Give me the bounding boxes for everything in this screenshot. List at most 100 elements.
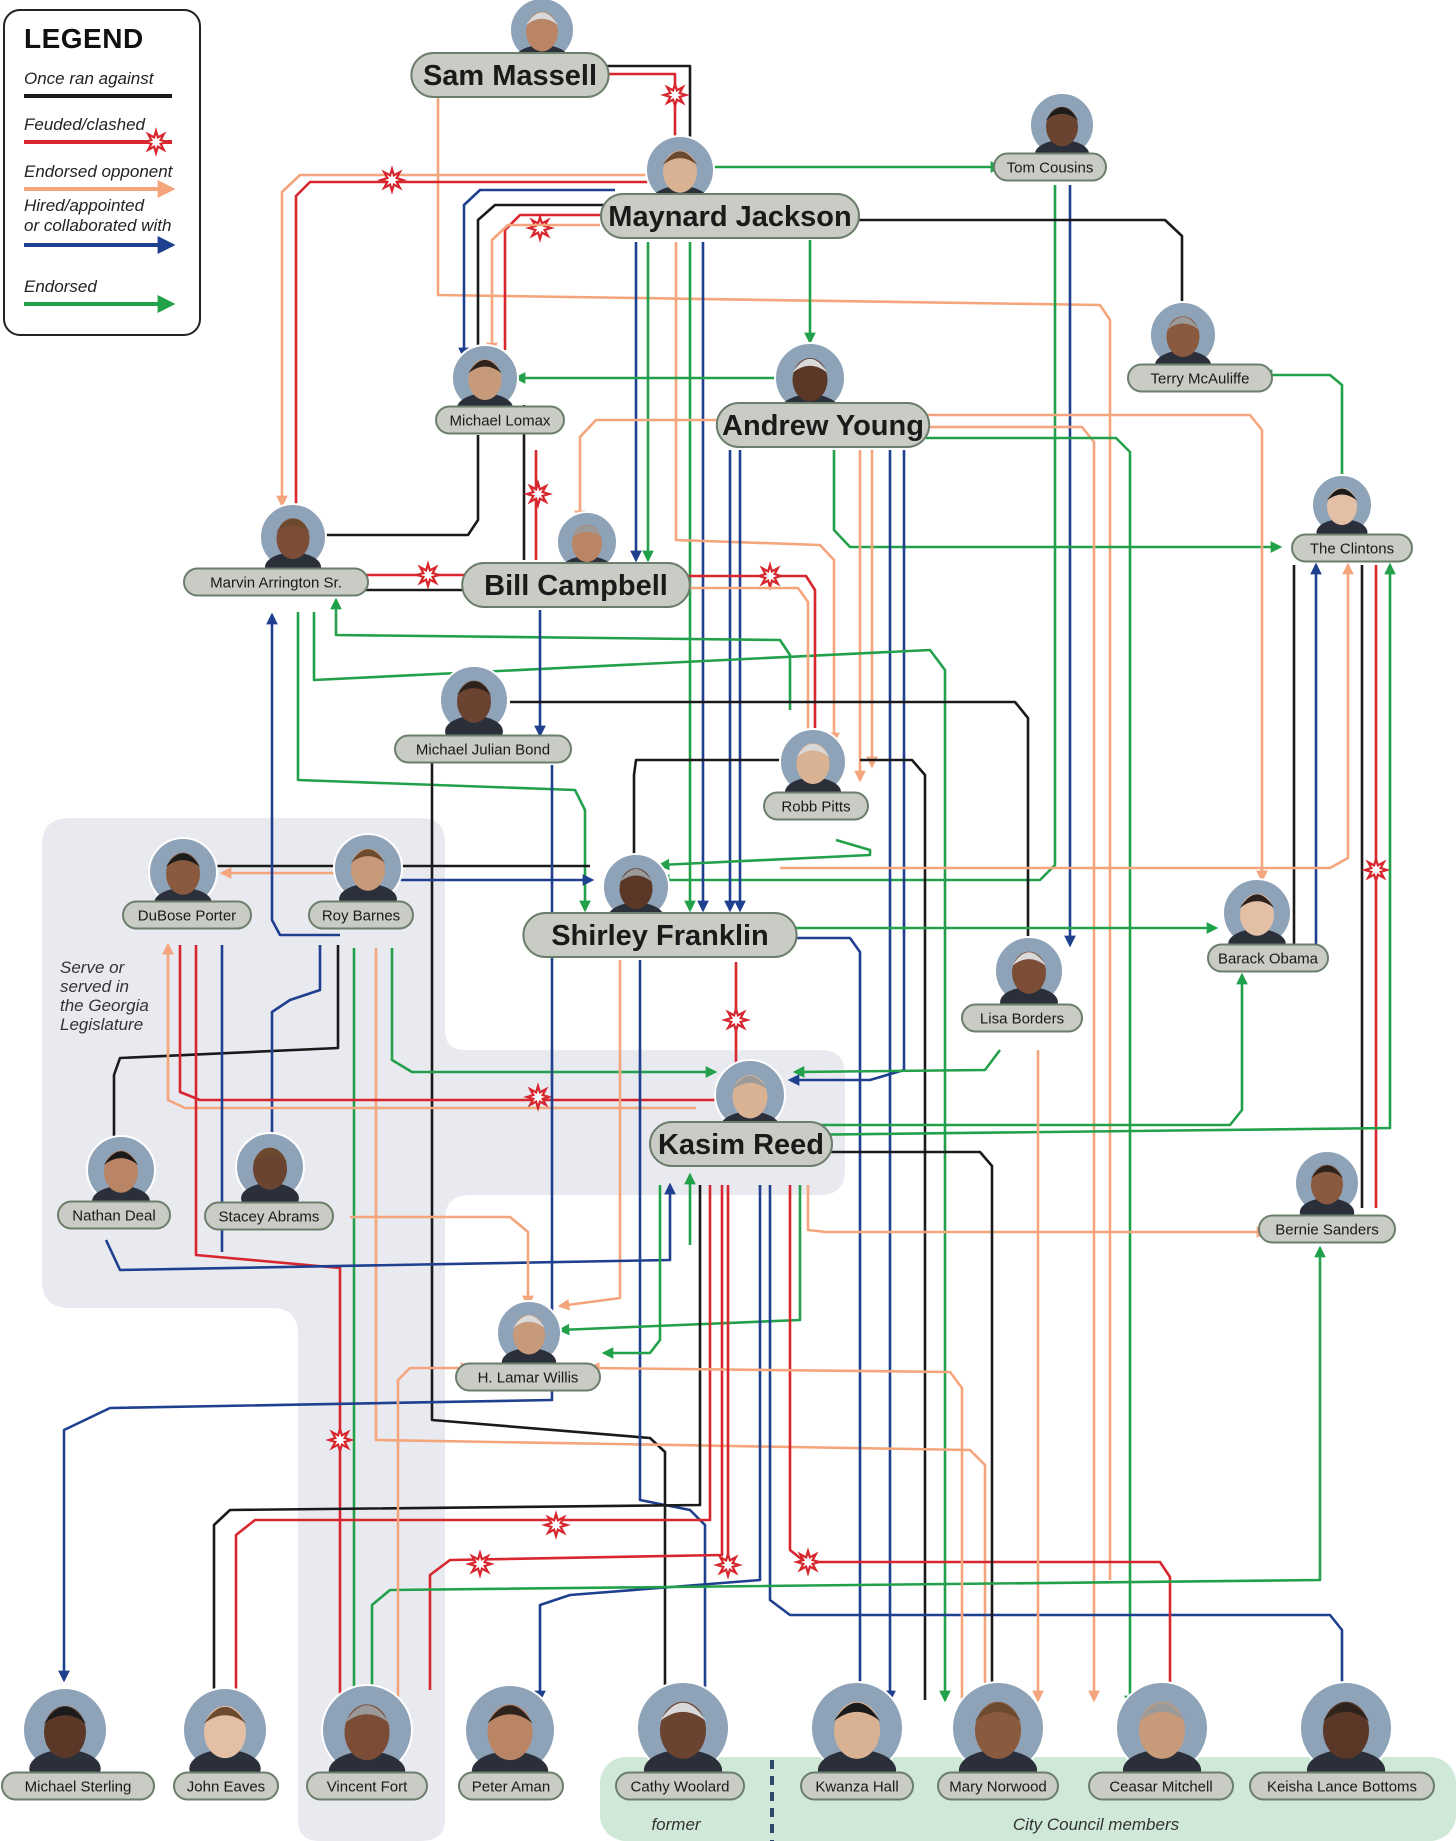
feud-star-icon [755,561,785,591]
person-name: Lisa Borders [980,1010,1064,1027]
person-name: Cathy Woolard [631,1778,730,1795]
legislature-note-line: Legislature [60,1015,143,1034]
node-nathan-deal[interactable]: Nathan Deal [57,1135,171,1230]
node-shirley-franklin[interactable]: Shirley Franklin [522,853,798,958]
node-bernie-sanders[interactable]: Bernie Sanders [1258,1150,1396,1244]
relation-line-endorse-opp [486,223,600,355]
node-robb-pitts[interactable]: Robb Pitts [763,728,869,821]
portrait-icon [321,1684,413,1792]
portrait-icon [464,1684,556,1792]
portrait-icon [439,665,509,747]
node-the-clintons[interactable]: The Clintons [1291,474,1413,563]
relation-line-endorsed [657,838,872,871]
feud-star-icon [713,1550,743,1580]
node-stacey-abrams[interactable]: Stacey Abrams [204,1132,334,1231]
node-michael-lomax[interactable]: Michael Lomax [435,344,565,435]
name-pill [461,562,691,608]
person-name: Bernie Sanders [1275,1221,1378,1238]
relation-line-endorse-opp [374,948,991,1703]
node-kwanza-hall[interactable]: Kwanza Hall [800,1681,914,1801]
node-andrew-young[interactable]: Andrew Young [715,342,931,448]
name-pill [961,1003,1083,1033]
feud-star-icon [523,479,553,509]
former-label: former [651,1815,701,1834]
node-keisha-lance-bottoms[interactable]: Keisha Lance Bottoms [1249,1681,1435,1801]
person-name: Roy Barnes [322,907,400,924]
node-mary-norwood[interactable]: Mary Norwood [937,1681,1059,1801]
legend-label: Endorsed opponent [24,162,174,181]
relation-line-endorse-opp [587,1362,964,1700]
name-pill [522,912,798,958]
legislature-note-line: the Georgia [60,996,149,1015]
legend-item: Endorsed opponent [24,162,176,198]
person-name: Kasim Reed [658,1129,824,1161]
legend-label: or collaborated with [24,216,171,235]
name-pill [1258,1214,1396,1244]
relation-line-ran [212,1185,702,1690]
node-maynard-jackson[interactable]: Maynard Jackson [600,135,860,239]
node-lisa-borders[interactable]: Lisa Borders [961,936,1083,1033]
node-cathy-woolard[interactable]: Cathy Woolard [615,1681,745,1801]
name-pill [306,1771,428,1801]
relation-line-endorsed [312,612,951,1703]
person-name: John Eaves [187,1778,265,1795]
relation-line-feud [178,945,720,1102]
relation-line-endorse-opp [678,586,814,745]
name-pill [183,567,369,597]
node-terry-mcauliffe[interactable]: Terry McAuliffe [1127,301,1273,393]
relation-line-endorse-opp [436,96,1112,1580]
node-ceasar-mitchell[interactable]: Ceasar Mitchell [1088,1681,1234,1801]
name-pill [615,1771,745,1801]
relation-line-endorsed [1260,369,1344,505]
node-dubose-porter[interactable]: DuBose Porter [122,837,252,930]
name-pill [993,152,1107,182]
person-name: Peter Aman [472,1778,550,1795]
relation-line-endorsed [780,972,1248,1127]
relation-line-feud [788,1185,1172,1700]
node-h-lamar-willis[interactable]: H. Lamar Willis [455,1300,601,1392]
name-pill [204,1201,334,1231]
relation-line-hired [266,612,340,937]
node-barack-obama[interactable]: Barack Obama [1207,878,1329,973]
relation-line-endorsed [601,1185,662,1359]
legend-label: Once ran against [24,69,155,88]
node-roy-barnes[interactable]: Roy Barnes [308,833,414,930]
person-name: The Clintons [1310,540,1394,557]
legend-label: Feuded/clashed [24,115,146,134]
legend-item: Feuded/clashed [24,115,172,157]
relation-line-hired [266,945,322,1146]
relation-line-endorsed [330,597,792,710]
node-kasim-reed[interactable]: Kasim Reed [649,1059,833,1167]
node-michael-julian-bond[interactable]: Michael Julian Bond [394,665,572,764]
legislature-note-line: served in [60,977,129,996]
person-name: Nathan Deal [72,1207,155,1224]
relation-line-hired [458,188,615,360]
node-vincent-fort[interactable]: Vincent Fort [306,1684,428,1801]
node-marvin-arrington[interactable]: Marvin Arrington Sr. [183,503,369,597]
relation-line-feud [428,1185,724,1690]
relation-line-endorse-opp [806,1185,1269,1238]
node-bill-campbell[interactable]: Bill Campbell [461,511,691,608]
legislature-note-line: Serve or [60,958,126,977]
feud-star-icon [793,1547,823,1577]
relation-line-feud [234,1185,712,1690]
person-name: DuBose Porter [138,907,236,924]
portrait-icon [22,1687,108,1788]
relation-line-endorsed [832,450,1283,553]
relation-line-endorsed [296,612,591,913]
name-pill [458,1771,564,1801]
relation-line-endorsed [792,1049,1002,1078]
node-peter-aman[interactable]: Peter Aman [458,1684,564,1801]
person-name: Michael Julian Bond [416,741,550,758]
relation-line-endorse-opp [674,242,840,745]
node-john-eaves[interactable]: John Eaves [173,1687,279,1801]
node-sam-massell[interactable]: Sam Massell [410,0,610,98]
node-michael-sterling[interactable]: Michael Sterling [1,1687,155,1801]
person-name: H. Lamar Willis [478,1369,579,1386]
relation-line-endorsed [390,948,718,1078]
portrait-icon [235,1132,305,1214]
node-tom-cousins[interactable]: Tom Cousins [993,92,1107,182]
relation-line-ran [824,1150,994,1700]
name-pill [937,1771,1059,1801]
